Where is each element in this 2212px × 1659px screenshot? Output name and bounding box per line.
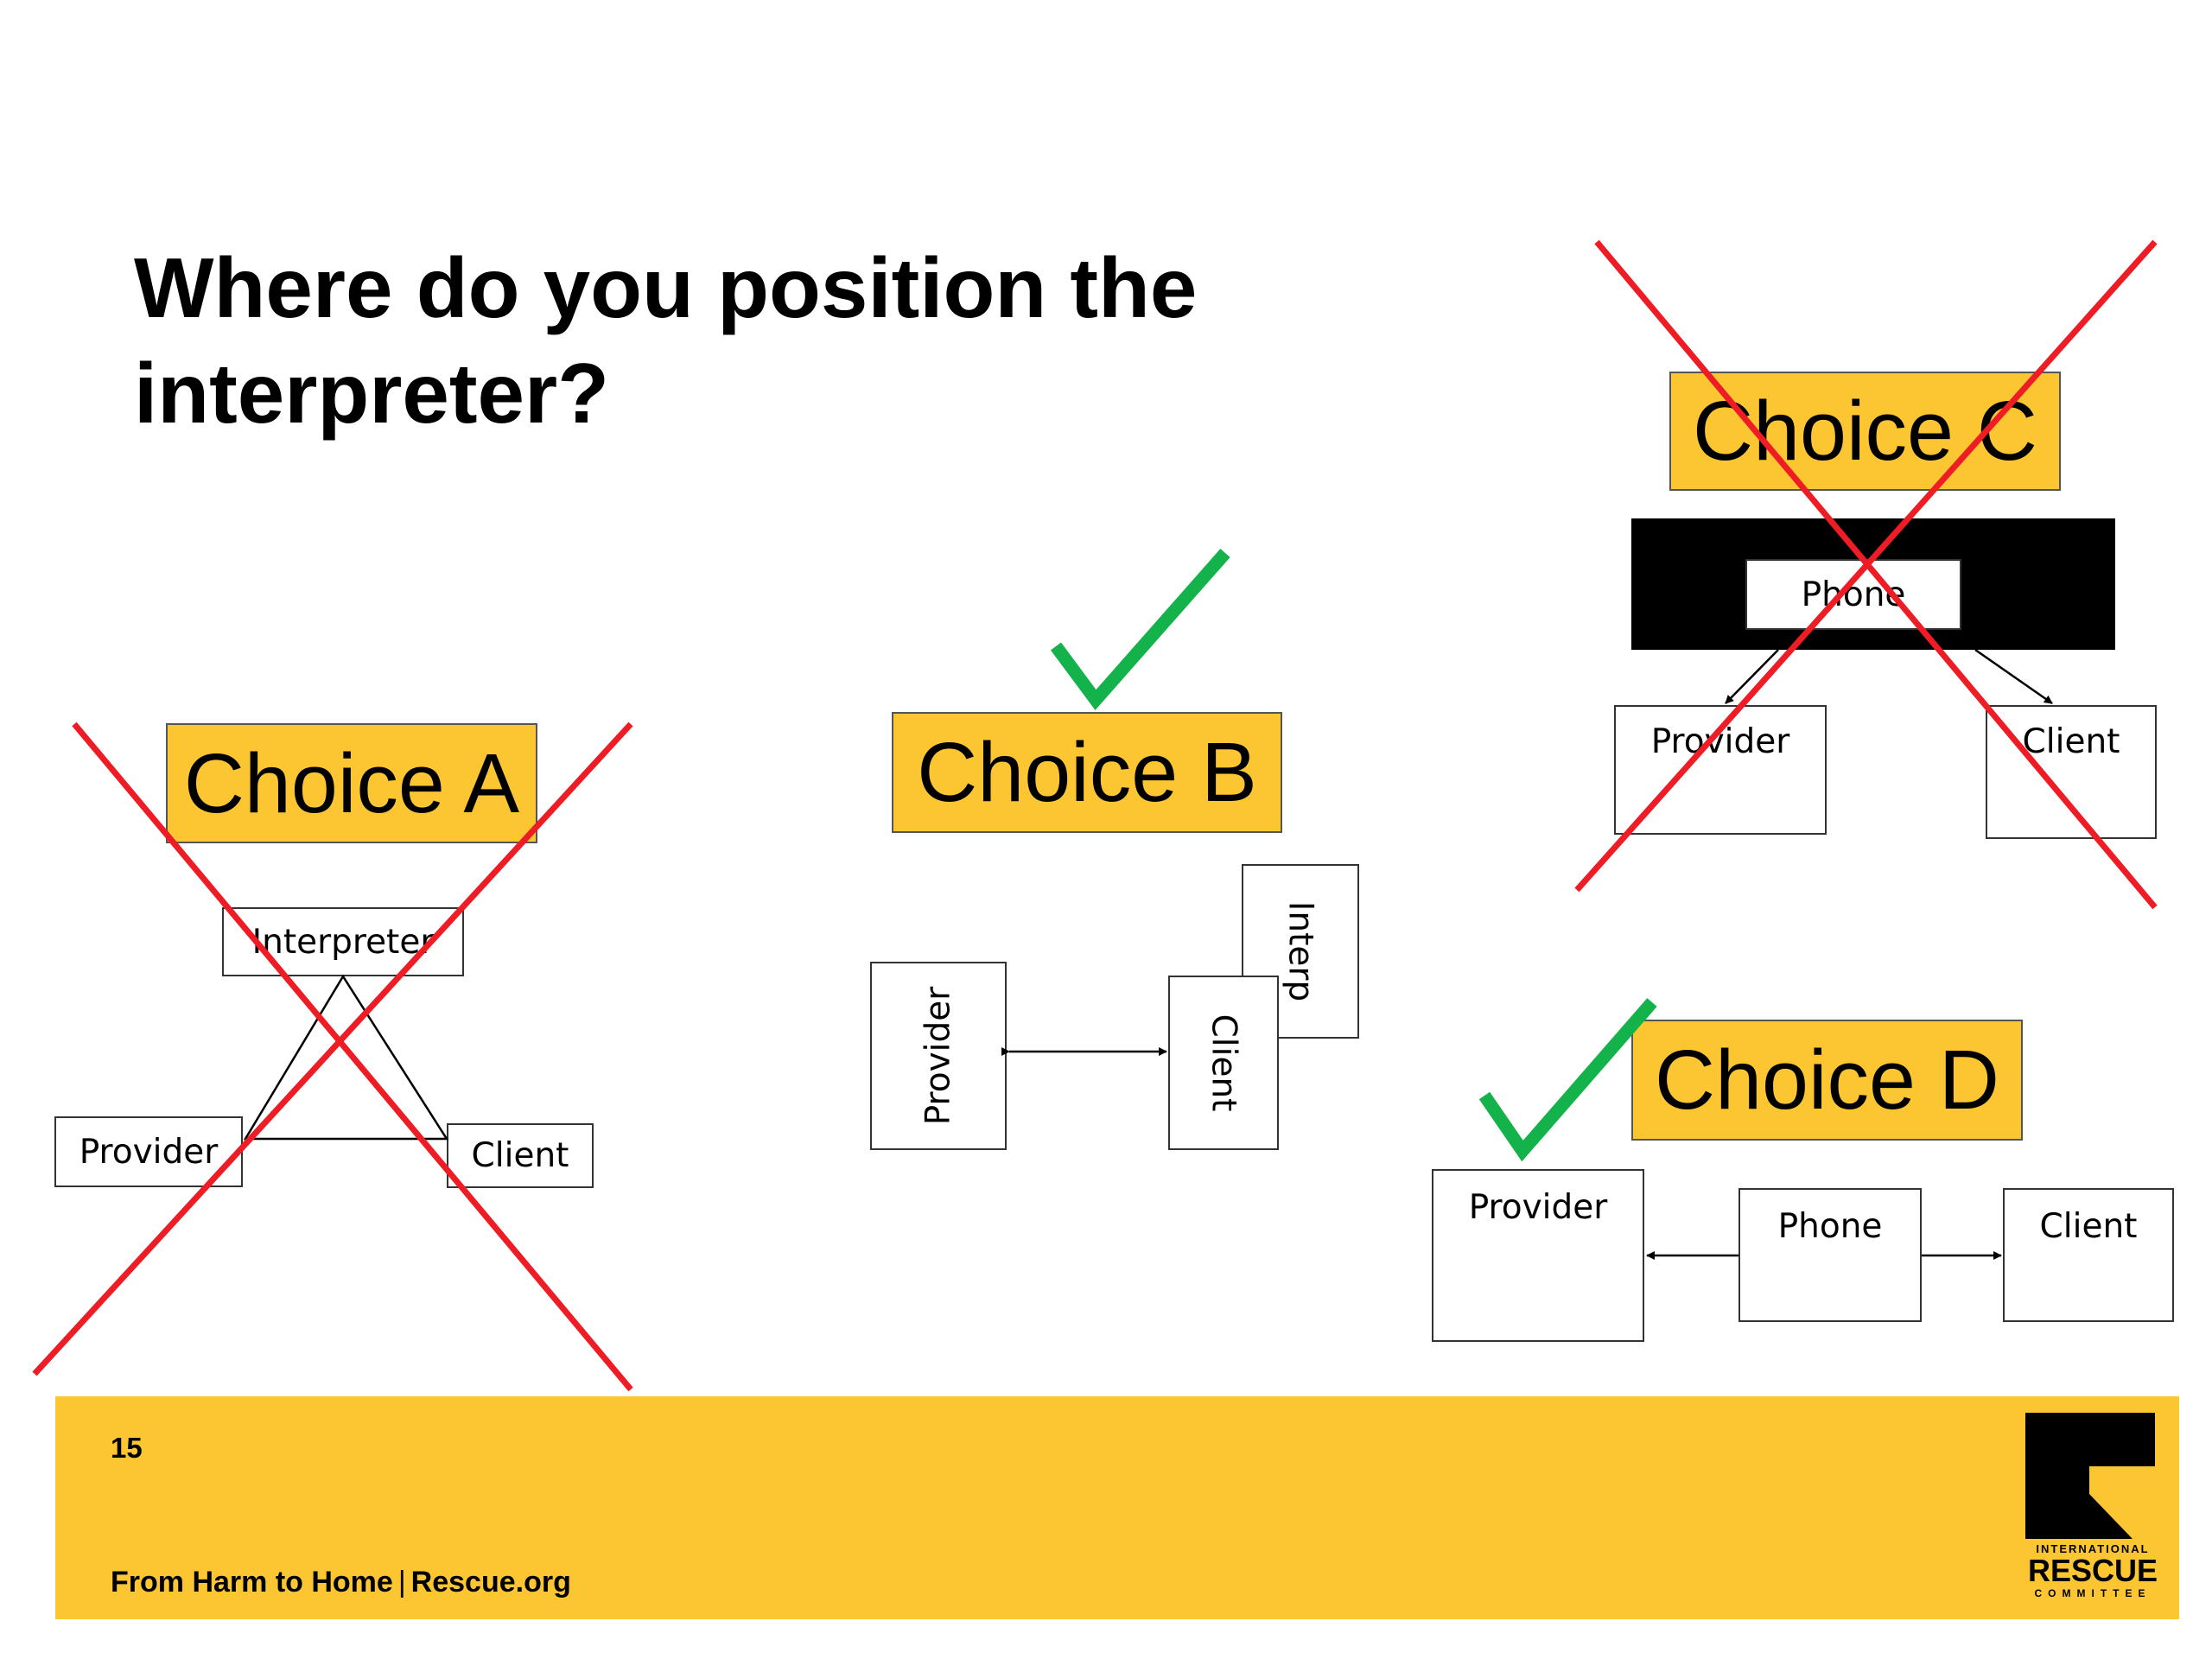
logo-line-international: INTERNATIONAL (2036, 1542, 2150, 1555)
choice-d-phone-box: Phone (1738, 1188, 1922, 1322)
footer-tagline-left: From Harm to Home (111, 1566, 393, 1599)
choice-a-label: Choice A (166, 723, 537, 843)
choice-c-client-box: Client (1986, 705, 2157, 839)
choice-d-label: Choice D (1631, 1020, 2023, 1141)
choice-d-client-label: Client (2039, 1207, 2138, 1246)
choice-c-client-label: Client (2022, 722, 2120, 761)
logo-line-committee: COMMITTEE (2034, 1587, 2152, 1599)
footer-tagline-right: Rescue.org (410, 1566, 571, 1599)
choice-a-interpreter-label: Interpreter (251, 922, 435, 962)
choice-a-triangle (243, 974, 449, 1141)
choice-d-check-mark-icon (1478, 998, 1657, 1162)
choice-c-arrow-provider-icon (1725, 649, 1779, 704)
choice-c-provider-box: Provider (1614, 705, 1827, 835)
choice-d-phone-label: Phone (1777, 1207, 1883, 1246)
choice-c-phone-label: Phone (1801, 575, 1906, 614)
choice-c-arrow-client-icon (1974, 648, 2053, 705)
choice-d-provider-label: Provider (1468, 1188, 1608, 1227)
choice-c-provider-label: Provider (1650, 722, 1790, 761)
choice-c-label: Choice C (1669, 372, 2061, 491)
choice-b-label: Choice B (892, 712, 1282, 833)
footer-separator: | (397, 1566, 406, 1599)
choice-b-interp-label: Interp (1281, 900, 1320, 1002)
page-number: 15 (111, 1432, 143, 1464)
choice-a-provider-label: Provider (79, 1132, 219, 1172)
footer-tagline: From Harm to Home|Rescue.org (111, 1566, 571, 1599)
choice-b-provider-label: Provider (918, 986, 958, 1126)
slide-title: Where do you position the interpreter? (134, 240, 1198, 441)
choice-b-client-label: Client (1204, 1014, 1243, 1112)
choice-a-interpreter-box: Interpreter (222, 907, 464, 976)
choice-d-client-box: Client (2003, 1188, 2174, 1322)
choice-a-provider-box: Provider (54, 1116, 243, 1187)
logo-line-rescue: RESCUE (2027, 1553, 2158, 1588)
irc-logo-mark (2025, 1413, 2155, 1539)
choice-a-client-label: Client (471, 1136, 569, 1175)
footer-bar (55, 1396, 2179, 1619)
choice-c-phone-box: Phone (1745, 559, 1961, 630)
choice-b-provider-box: Provider (870, 962, 1007, 1150)
choice-a-client-box: Client (447, 1123, 594, 1188)
choice-b-check-mark-icon (1050, 549, 1230, 710)
choice-b-client-box: Client (1168, 976, 1279, 1150)
choice-d-provider-box: Provider (1432, 1169, 1644, 1342)
irc-logo-icon: INTERNATIONAL RESCUE COMMITTEE (2024, 1411, 2162, 1608)
